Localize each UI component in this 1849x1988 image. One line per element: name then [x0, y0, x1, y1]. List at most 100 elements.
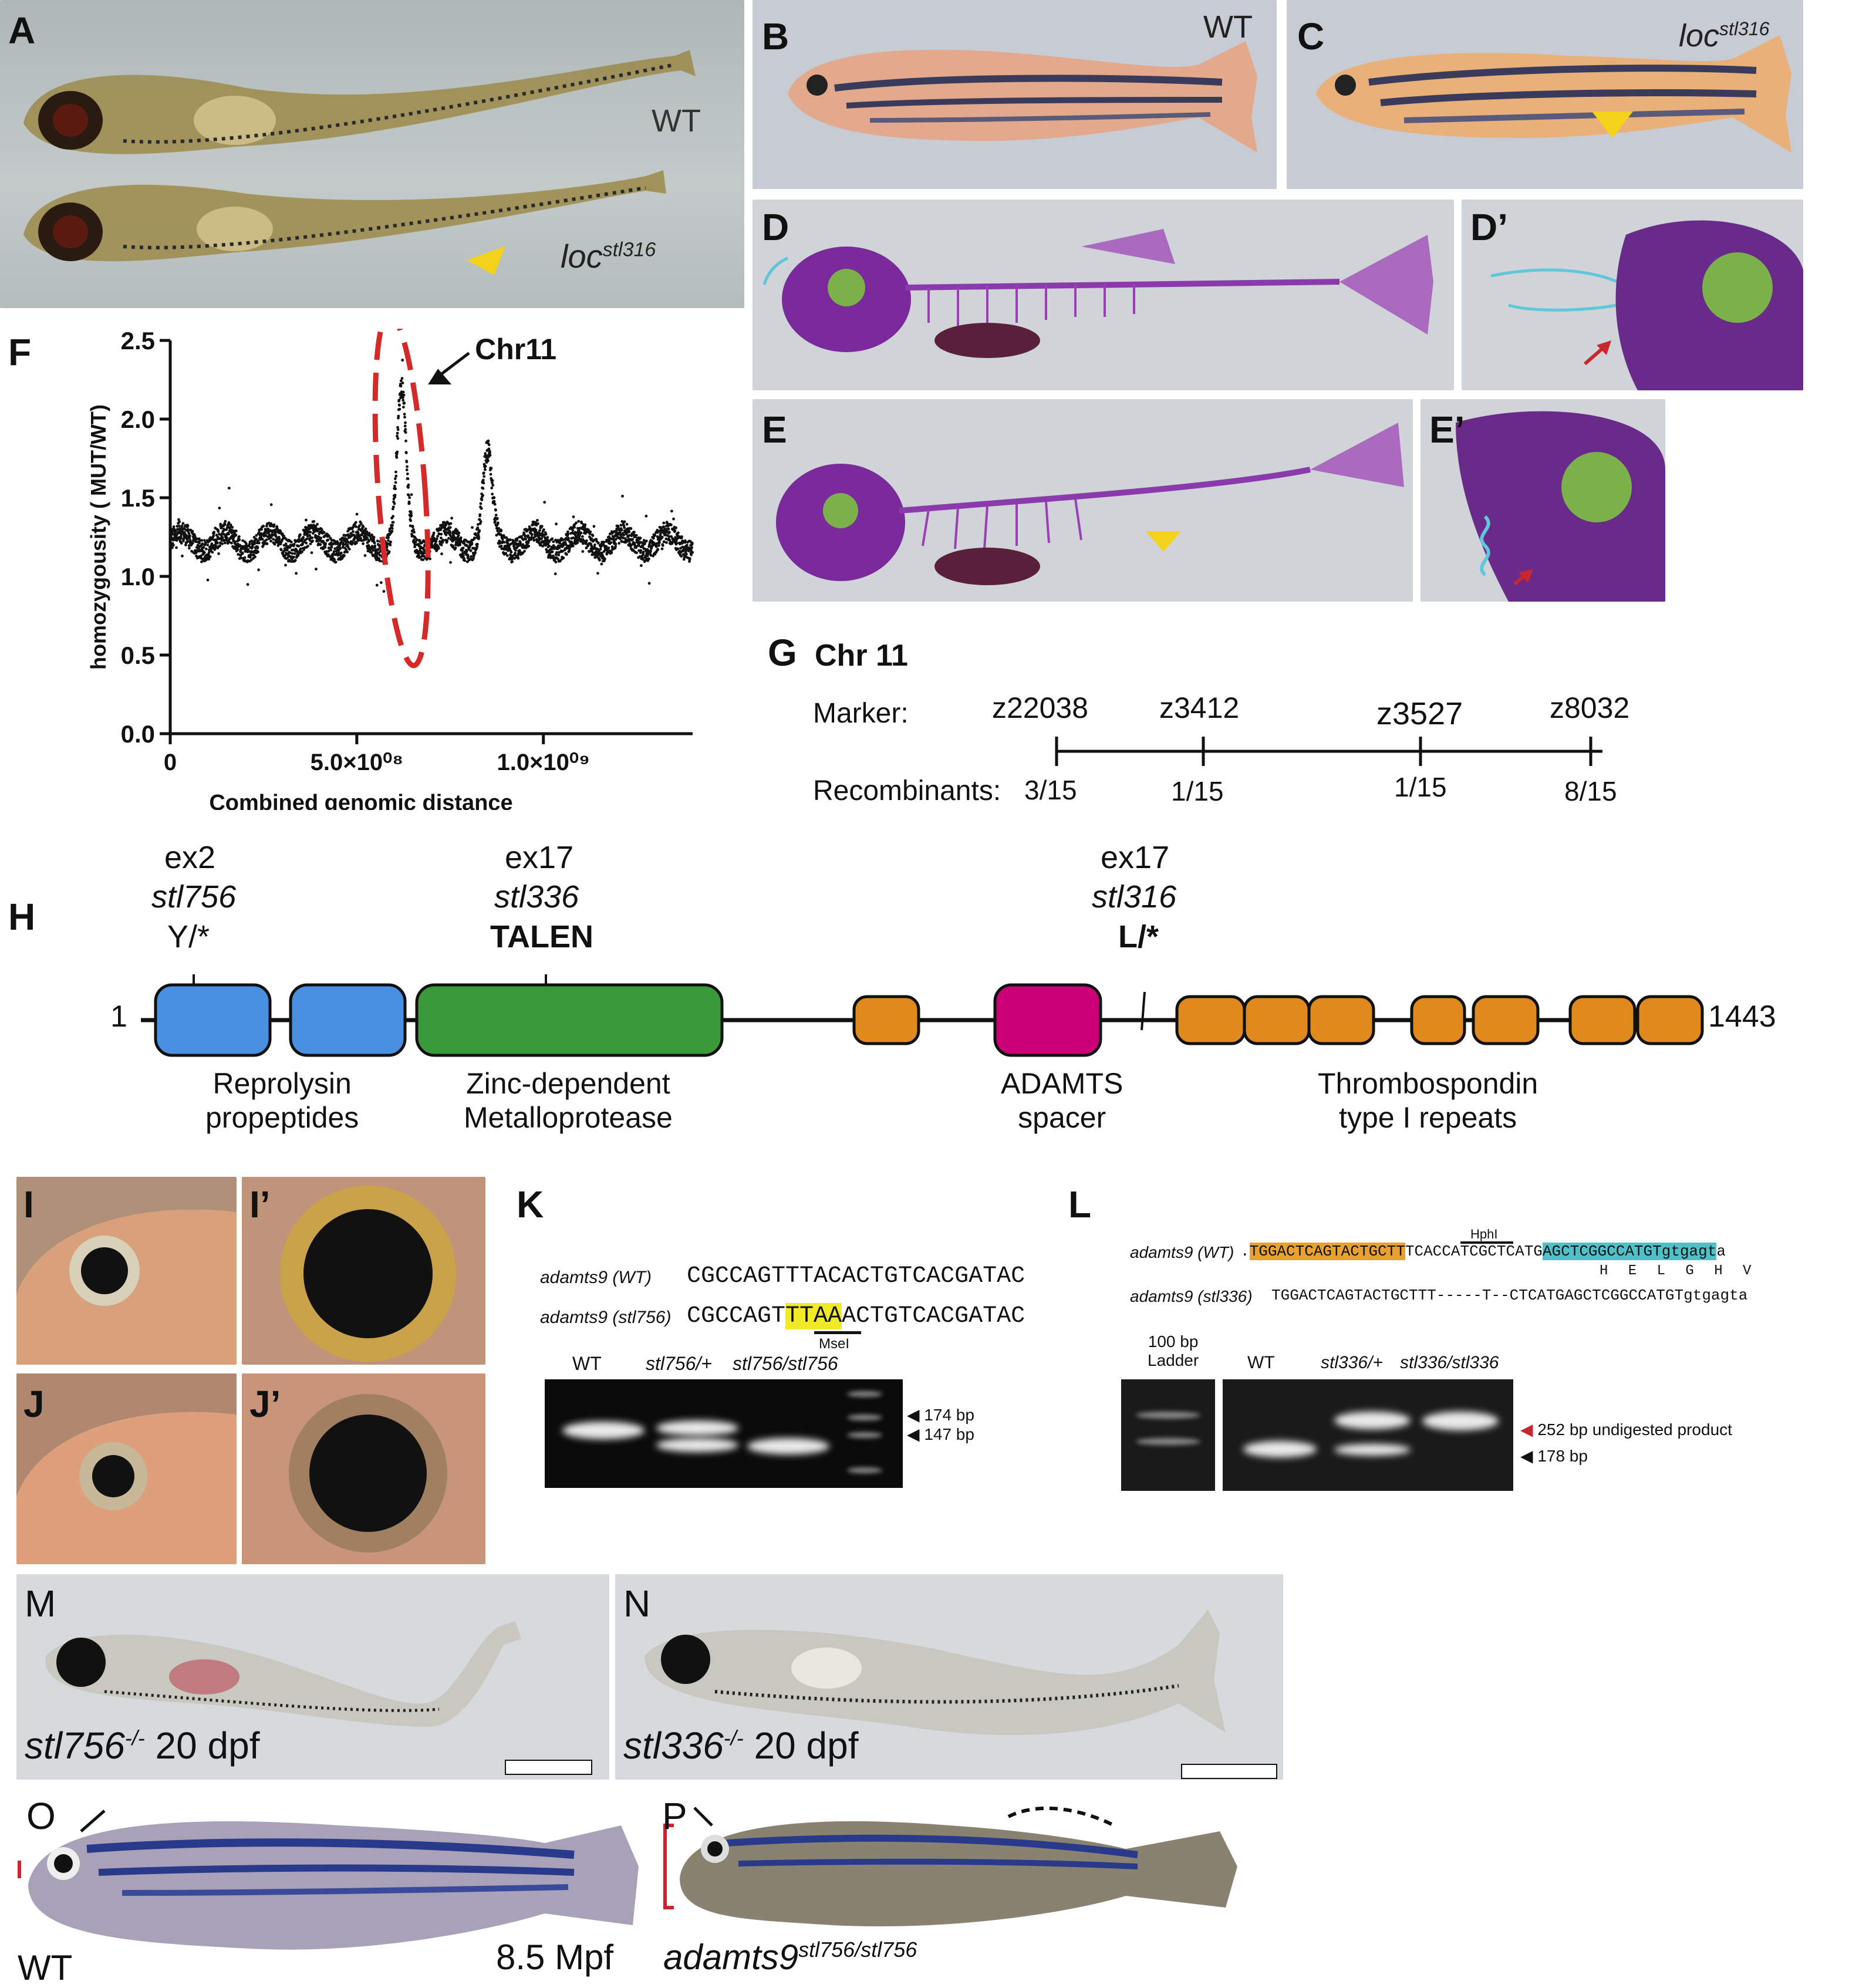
data-point: [188, 546, 191, 550]
data-point: [284, 542, 288, 546]
data-point: [463, 559, 467, 562]
data-point: [356, 539, 360, 542]
reprolysin-domain-1: [154, 983, 272, 1057]
data-point: [413, 531, 416, 534]
panel-e-prime-photo: [1421, 399, 1665, 602]
data-point: [663, 534, 667, 536]
data-point: [254, 555, 257, 559]
data-point: [538, 529, 541, 532]
data-point: [659, 531, 662, 534]
data-point: [479, 502, 483, 505]
data-point: [477, 536, 481, 539]
data-point: [399, 384, 403, 388]
data-point: [386, 549, 389, 552]
data-point: [656, 531, 659, 534]
data-point: [670, 509, 673, 513]
data-point: [362, 542, 365, 545]
adult-fish-mutant-illustration: [663, 1806, 1237, 1926]
data-point: [402, 406, 405, 409]
data-point: [551, 537, 554, 541]
data-point: [394, 470, 397, 474]
data-point: [382, 590, 386, 593]
data-point: [581, 535, 584, 538]
data-point: [596, 572, 599, 575]
data-point: [481, 494, 484, 497]
adult-fish-mutant-illustration: [1316, 35, 1791, 153]
data-point: [398, 404, 401, 407]
panel-o-wt-label: WT: [18, 1948, 73, 1987]
data-point: [687, 549, 690, 553]
data-point: [311, 536, 314, 539]
data-point: [389, 540, 392, 544]
marker-name: z8032: [1550, 691, 1630, 724]
data-point: [463, 556, 465, 560]
data-point: [234, 534, 238, 536]
data-point: [474, 551, 477, 554]
data-point: [267, 521, 271, 525]
data-point: [234, 540, 237, 544]
data-point: [263, 540, 266, 543]
data-point: [290, 541, 293, 544]
data-point: [358, 524, 361, 527]
data-point: [470, 542, 474, 545]
data-point: [536, 519, 539, 522]
reprolysin-domain-2: [289, 983, 407, 1057]
mutation-exon: ex2: [164, 840, 216, 875]
panel-d-prime-photo: [1462, 200, 1803, 390]
data-point: [397, 399, 401, 401]
data-point: [656, 548, 660, 551]
data-point: [635, 551, 638, 555]
data-point: [614, 538, 618, 541]
data-point: [177, 518, 180, 521]
data-point: [674, 526, 677, 529]
data-point: [482, 471, 485, 475]
data-point: [256, 546, 259, 549]
data-point: [663, 540, 666, 544]
data-point: [492, 500, 496, 503]
data-point: [309, 542, 312, 545]
data-point: [191, 529, 194, 533]
data-point: [414, 536, 417, 539]
data-point: [494, 508, 497, 512]
panel-label-g: G: [768, 632, 797, 674]
data-point: [217, 530, 220, 533]
data-point: [665, 541, 668, 544]
data-point: [401, 390, 405, 394]
data-point: [605, 545, 608, 548]
data-point: [461, 552, 464, 555]
data-point: [640, 564, 643, 567]
data-point: [397, 414, 400, 418]
band-size-label: ◀ 147 bp: [907, 1425, 974, 1443]
data-point: [490, 467, 493, 470]
data-point: [552, 554, 555, 558]
data-point: [686, 544, 689, 547]
data-point: [269, 539, 272, 543]
data-point: [394, 481, 397, 484]
data-point: [177, 524, 181, 528]
data-point: [387, 550, 391, 553]
data-point: [206, 578, 210, 582]
data-point: [343, 550, 347, 553]
data-point: [500, 529, 503, 532]
data-point: [333, 539, 336, 543]
data-point: [326, 538, 330, 542]
marker-name: z3527: [1376, 696, 1463, 731]
recombinant-count: 1/15: [1171, 776, 1224, 806]
data-point: [637, 544, 640, 547]
data-point: [660, 535, 664, 539]
mutation-change: L/*: [1118, 919, 1159, 954]
band-size-label: ◀ 174 bp: [907, 1406, 974, 1424]
panel-label-c: C: [1297, 15, 1325, 58]
data-point: [315, 527, 318, 531]
data-point: [200, 560, 203, 563]
data-point: [504, 548, 508, 551]
data-point: [403, 413, 406, 416]
data-point: [453, 531, 456, 535]
data-point: [501, 537, 504, 541]
x-axis-label: Combined genomic distance: [209, 791, 512, 810]
data-point: [600, 562, 603, 566]
data-point: [186, 524, 190, 528]
data-point: [691, 551, 694, 554]
data-point: [212, 534, 215, 538]
